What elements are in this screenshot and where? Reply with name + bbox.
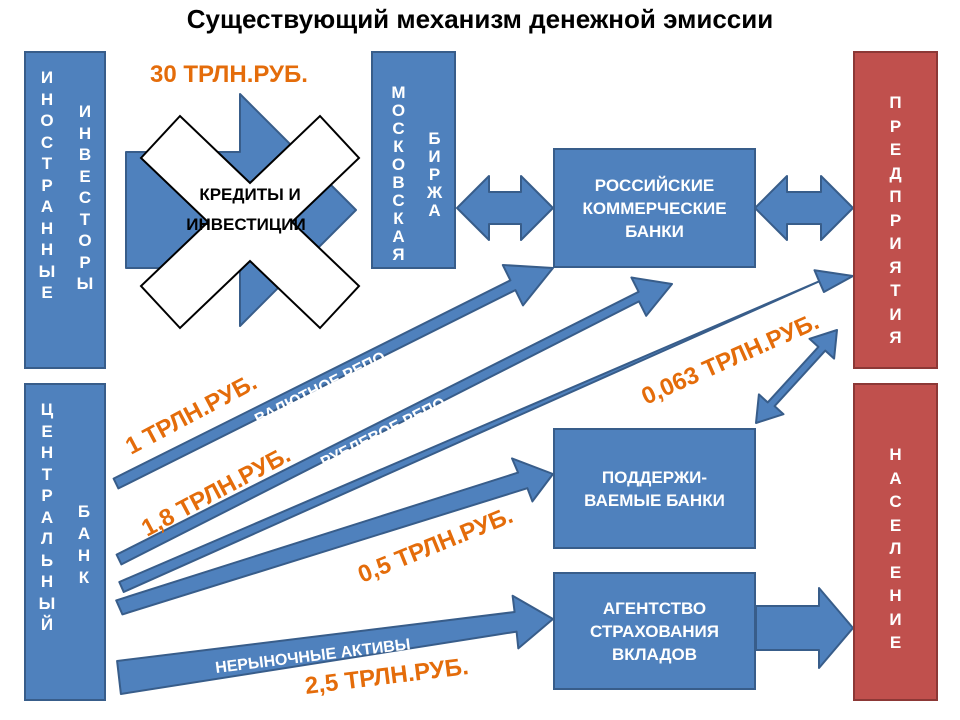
label-letter: П	[889, 93, 902, 112]
gov-programs-label: ГОСУДАРСТВЕННЫЕ ПРОГРАММЫ	[324, 399, 587, 525]
supported-enterprises-arrow	[755, 329, 838, 424]
label-letter: С	[889, 492, 902, 511]
label-letter: П	[889, 187, 902, 206]
credits-label-line2: ИНВЕСТИЦИИ	[186, 215, 305, 234]
moscow-exchange-label-2: БИРЖА	[425, 129, 444, 219]
label-letter: Т	[41, 154, 53, 173]
label-letter: Ы	[76, 274, 94, 293]
label-letter: Ь	[40, 550, 54, 570]
label-letter: Е	[889, 140, 902, 159]
label-letter: В	[78, 145, 92, 164]
label-letter: Р	[889, 210, 902, 230]
label-letter: Ы	[38, 261, 56, 281]
label-letter: Р	[79, 252, 91, 272]
label-letter: Н	[889, 445, 902, 464]
label-letter: Я	[889, 328, 902, 347]
label-letter: А	[77, 524, 91, 543]
label-letter: Н	[40, 443, 54, 462]
page-title: Существующий механизм денежной эмиссии	[186, 4, 774, 34]
label-letter: Й	[40, 615, 54, 634]
sanation-amount: 0,5 ТРЛН.РУБ.	[354, 502, 517, 589]
label-letter: И	[889, 609, 902, 629]
label-letter: Ц	[40, 400, 54, 419]
label-letter: О	[40, 111, 54, 130]
label-letter: Т	[79, 209, 91, 229]
label-letter: Н	[40, 89, 54, 109]
label-letter: С	[78, 188, 92, 207]
label-letter: К	[78, 568, 90, 587]
label-letter: Н	[78, 123, 92, 143]
label-letter: Л	[41, 529, 53, 548]
fx-repo-arrow	[112, 264, 554, 490]
label-letter: Я	[889, 257, 902, 277]
gov-programs-arrow	[118, 269, 854, 593]
label-letter: Е	[79, 166, 91, 186]
sanation-arrow	[115, 457, 554, 616]
label-letter: Т	[890, 281, 901, 300]
credits-label-line1: КРЕДИТЫ И	[199, 185, 300, 204]
label-letter: И	[889, 304, 902, 324]
label-letter: Ы	[38, 593, 56, 613]
label-letter: А	[889, 468, 902, 488]
label-letter: Н	[40, 218, 54, 238]
label-letter: Н	[40, 240, 54, 259]
gov-programs-amount: 0,063 ТРЛН.РУБ.	[637, 308, 823, 410]
fx-repo-label: ВАЛЮТНОЕ РЕПО	[252, 349, 388, 429]
agency-population-arrow	[755, 587, 854, 669]
label-letter: Р	[889, 116, 902, 136]
label-letter: Л	[889, 539, 902, 558]
fx-repo-amount: 1 ТРЛН.РУБ.	[121, 369, 261, 461]
label-letter: Р	[41, 175, 53, 195]
label-letter: Д	[889, 163, 902, 183]
supported-banks-label: ПОДДЕРЖИ-ВАЕМЫЕ БАНКИ	[584, 467, 725, 510]
commercial-banks-box: РОССИЙСКИЕ КОММЕРЧЕСКИЕ БАНКИ	[553, 148, 756, 268]
label-letter: Б	[77, 502, 91, 521]
label-letter: Е	[889, 633, 902, 652]
non-market-arrow	[116, 594, 554, 695]
label-letter: Н	[889, 586, 902, 605]
ruble-repo-amount: 1,8 ТРЛН.РУБ.	[137, 441, 295, 542]
label-letter: О	[78, 231, 92, 250]
deposit-insurance-box: АГЕНТСТВО СТРАХОВАНИЯ ВКЛАДОВ	[553, 572, 756, 690]
deposit-insurance-label: АГЕНТСТВО СТРАХОВАНИЯ ВКЛАДОВ	[590, 598, 719, 664]
label-letter: И	[889, 234, 902, 253]
cross-out-icon	[139, 114, 361, 330]
credits-amount: 30 ТРЛН.РУБ.	[150, 61, 308, 88]
commercial-banks-label: РОССИЙСКИЕ КОММЕРЧЕСКИЕ БАНКИ	[582, 175, 727, 241]
label-letter: Н	[40, 572, 54, 591]
label-letter: Н	[77, 546, 91, 565]
ruble-repo-label: РУБЛЕВОЕ РЕПО	[318, 395, 448, 472]
supported-banks-box: ПОДДЕРЖИ-ВАЕМЫЕ БАНКИ	[553, 428, 756, 549]
moscow-exchange-label-1: МОСКОВСКАЯ	[389, 83, 408, 263]
label-letter: Е	[41, 283, 53, 302]
ruble-repo-arrow	[115, 276, 673, 566]
label-letter: И	[40, 68, 54, 87]
moscow-exchange-box: МОСКОВСКАЯ БИРЖА	[371, 51, 456, 269]
label-letter: Т	[41, 464, 53, 484]
label-letter: А	[40, 197, 54, 216]
label-letter: Е	[889, 562, 902, 582]
label-letter: И	[78, 102, 92, 121]
label-letter: А	[40, 507, 54, 527]
label-letter: Р	[41, 486, 53, 505]
label-letter: Е	[41, 421, 53, 441]
label-letter: Е	[889, 515, 902, 535]
label-letter: С	[40, 132, 54, 152]
